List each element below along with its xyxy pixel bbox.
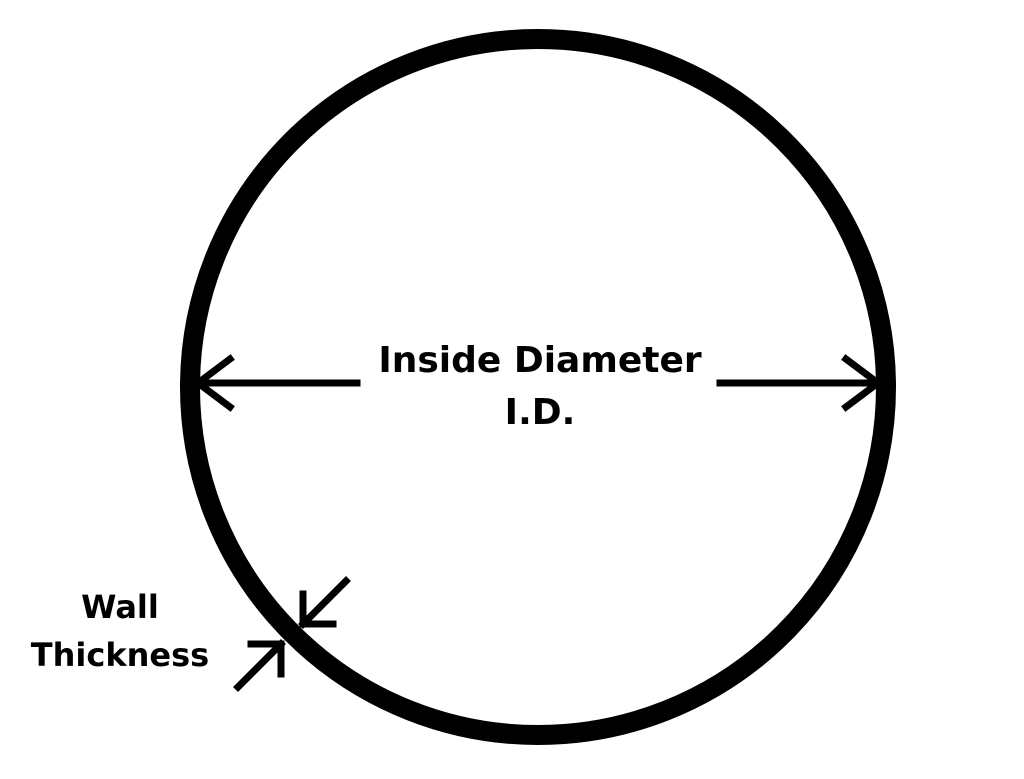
wall-thickness-label-line1: Wall [81, 588, 159, 626]
inside-diameter-label: Inside Diameter [378, 340, 702, 381]
inside-diameter-abbrev: I.D. [505, 392, 576, 433]
pipe-wall-circle [180, 29, 896, 745]
id-arrow-right [716, 354, 884, 412]
wall-arrow-upper [298, 576, 351, 629]
wall-arrow-lower [233, 639, 286, 692]
id-arrow-left [192, 354, 361, 412]
wall-thickness-label-line2: Thickness [31, 636, 209, 674]
